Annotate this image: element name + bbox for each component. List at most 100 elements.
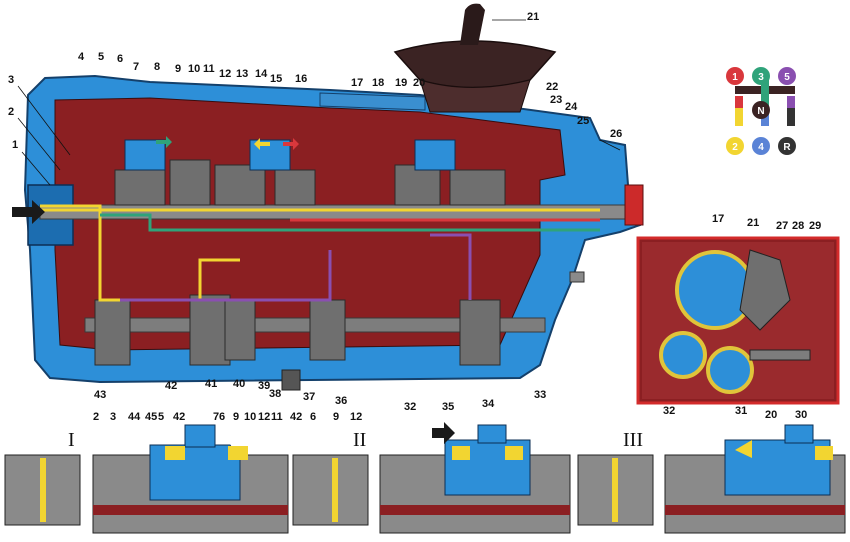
- shift-arrow-yellow: [254, 138, 270, 150]
- callout-16: 16: [295, 73, 307, 85]
- detail-callout-3: 3: [110, 411, 116, 423]
- inset-callout-30: 30: [795, 409, 807, 421]
- detail-panel-iii-strips: [577, 454, 654, 526]
- shifter-boot-base: [419, 79, 531, 113]
- callout-8: 8: [154, 61, 160, 73]
- inset-callout-27: 27: [776, 220, 788, 232]
- callout-10: 10: [188, 63, 200, 75]
- lower-gear-set: [94, 294, 501, 366]
- callout-22: 22: [546, 81, 558, 93]
- inset-callout-21: 21: [747, 217, 759, 229]
- detail-callout-45: 45: [145, 411, 157, 423]
- callout-39: 39: [258, 380, 270, 392]
- callout-23: 23: [550, 94, 562, 106]
- callout-9: 9: [175, 63, 181, 75]
- callout-4: 4: [78, 51, 85, 63]
- input-torque-arrow: [12, 200, 45, 224]
- panel-label-III: III: [623, 429, 643, 451]
- gear-knob-1: [726, 67, 744, 85]
- callout-40: 40: [233, 378, 245, 390]
- detail-callout-7: 7: [213, 411, 219, 423]
- detail-row: [4, 422, 846, 534]
- detail-callout-12: 12: [350, 411, 362, 423]
- shift-direction-arrow: [432, 422, 455, 444]
- callout-33: 33: [534, 389, 546, 401]
- shift-arrow-red: [283, 138, 299, 150]
- bottom-drain-plug: [281, 369, 301, 391]
- callout-43: 43: [94, 389, 106, 401]
- gear-knob-R: [778, 137, 796, 155]
- detail-callout-44: 44: [128, 411, 141, 423]
- callout-2: 2: [8, 106, 14, 118]
- callout-14: 14: [255, 68, 268, 80]
- callout-25: 25: [577, 115, 589, 127]
- panel-label-I: I: [68, 429, 75, 451]
- detail-panel-i-strips: [4, 454, 81, 526]
- callout-37: 37: [303, 391, 315, 403]
- inset-gear-31: [706, 346, 754, 394]
- detail-callout-2: 2: [93, 411, 99, 423]
- detail-callout-10: 10: [244, 411, 256, 423]
- inset-callout-32: 32: [663, 405, 675, 417]
- detail-panel-ii: [379, 422, 571, 534]
- callout-11: 11: [203, 63, 215, 75]
- gear-knob-label-4: 4: [758, 142, 764, 153]
- callout-18: 18: [372, 77, 384, 89]
- gear-lever: [460, 3, 485, 46]
- inset-callout-29: 29: [809, 220, 821, 232]
- inset-callout-28: 28: [792, 220, 804, 232]
- gear-knob-label-2: 2: [732, 142, 738, 153]
- gear-knob-label-5: 5: [784, 72, 790, 83]
- neutral-knob: [752, 101, 770, 119]
- callout-20: 20: [413, 77, 425, 89]
- top-cover: [319, 92, 426, 111]
- callout-21: 21: [527, 11, 539, 23]
- detail-callout-6: 6: [219, 411, 225, 423]
- gear-knob-3: [752, 67, 770, 85]
- callout-7: 7: [133, 61, 139, 73]
- callout-6: 6: [117, 53, 123, 65]
- inset-callout-31: 31: [735, 405, 747, 417]
- callout-5: 5: [98, 51, 104, 63]
- gear-knob-label-1: 1: [732, 72, 738, 83]
- detail-callout-11: 11: [271, 411, 283, 423]
- neutral-label: N: [757, 106, 764, 117]
- gearbox-cross-section: [12, 3, 644, 391]
- shift-mechanism-inset: [636, 236, 840, 405]
- panel-label-II: II: [353, 429, 366, 451]
- leader-lines: [17, 19, 621, 186]
- detail-callout-42: 42: [290, 411, 302, 423]
- detail-panel-i: [92, 424, 289, 534]
- callout-24: 24: [565, 101, 578, 113]
- callout-15: 15: [270, 73, 282, 85]
- callout-12: 12: [219, 68, 231, 80]
- callout-3: 3: [8, 74, 14, 86]
- callout-36: 36: [335, 395, 347, 407]
- output-mount-stud: [569, 271, 585, 283]
- upper-gear-set: [114, 159, 506, 206]
- power-flow-lines: [40, 204, 600, 302]
- detail-callout-6: 6: [310, 411, 316, 423]
- callout-26: 26: [610, 128, 622, 140]
- inset-callout-17: 17: [712, 213, 724, 225]
- detail-callout-42: 42: [173, 411, 185, 423]
- detail-callout-5: 5: [158, 411, 164, 423]
- gear-knob-4: [752, 137, 770, 155]
- detail-callout-12: 12: [258, 411, 270, 423]
- callout-1: 1: [12, 139, 18, 151]
- inset-gear-32: [659, 331, 707, 379]
- gear-knob-label-3: 3: [758, 72, 764, 83]
- callout-38: 38: [269, 388, 281, 400]
- callout-35: 35: [442, 401, 454, 413]
- inset-lever: [739, 249, 791, 331]
- callout-32: 32: [404, 401, 416, 413]
- detail-callout-9: 9: [333, 411, 339, 423]
- output-flange: [624, 184, 644, 226]
- inset-gear-17: [675, 250, 755, 330]
- callout-42: 42: [165, 380, 177, 392]
- callout-41: 41: [205, 378, 217, 390]
- callout-34: 34: [482, 398, 495, 410]
